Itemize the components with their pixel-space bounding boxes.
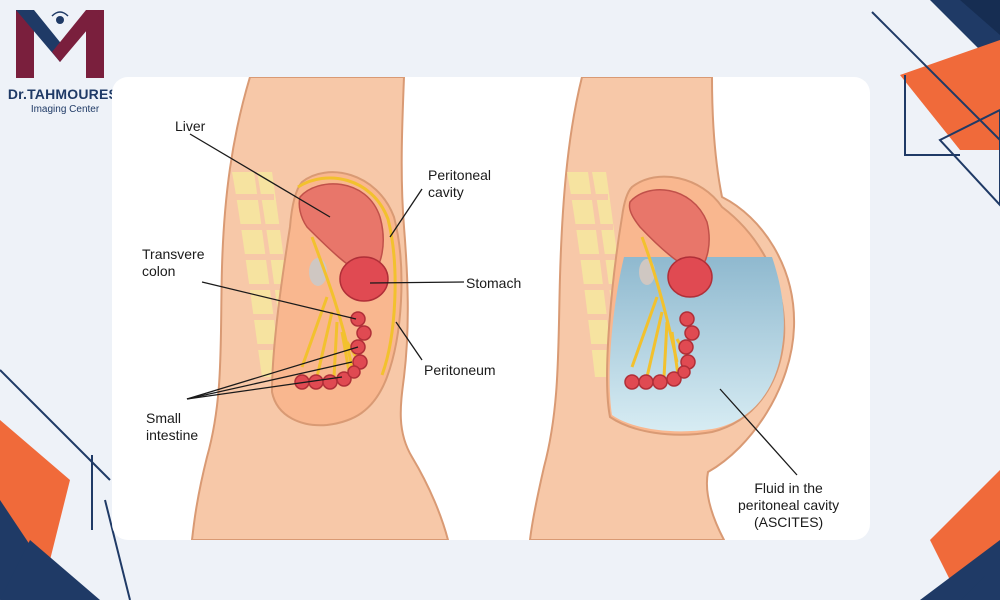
bottom-left-decoration: [0, 369, 131, 600]
label-transverse-colon: Transvere colon: [142, 246, 205, 279]
top-right-decoration: [871, 0, 1000, 207]
ascites-abdomen: [528, 77, 798, 540]
label-stomach: Stomach: [466, 275, 522, 291]
brand-subtitle: Imaging Center: [30, 104, 100, 115]
label-small-intestine: Small intestine: [146, 410, 199, 443]
label-ascites-fluid: Fluid in the peritoneal cavity (ASCITES): [738, 480, 840, 530]
brand-name: Dr.TAHMOURESI: [7, 86, 123, 102]
logo-mark: [16, 10, 104, 78]
label-peritoneal-cavity: Peritoneal cavity: [428, 167, 492, 200]
label-peritoneum: Peritoneum: [424, 362, 496, 378]
normal-leader-lines: [186, 133, 465, 400]
normal-peritoneum-line: [297, 176, 397, 376]
normal-abdomen: [186, 77, 465, 540]
normal-stomach: [339, 256, 389, 302]
ascites-leader-line: [719, 388, 798, 476]
anatomy-illustration: [186, 77, 798, 540]
ascites-intestine: [624, 311, 700, 390]
bottom-right-decoration: [920, 470, 1000, 600]
ascites-fluid: [609, 257, 784, 432]
label-liver: Liver: [175, 118, 206, 134]
ascites-stomach: [667, 256, 713, 298]
